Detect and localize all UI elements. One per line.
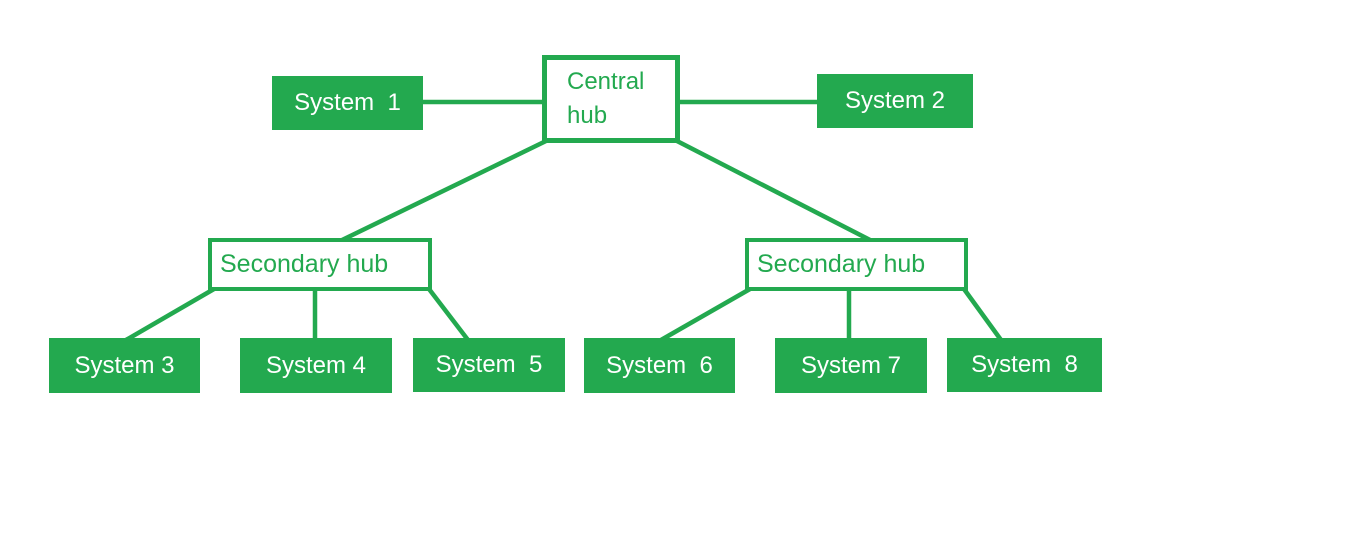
secondary-hub-left-label: Secondary hub (220, 250, 389, 278)
edge-secondary-left-system3 (124, 287, 216, 342)
edge-central-hub-secondary-left (339, 138, 547, 244)
node-system-4: System 4 (240, 338, 392, 393)
edge-secondary-right-system6 (659, 287, 752, 342)
system-4-label: System 4 (265, 351, 367, 379)
secondary-hub-right-label: Secondary hub (757, 250, 926, 278)
node-system-8: System 8 (947, 338, 1102, 392)
edge-secondary-left-system5 (427, 287, 470, 342)
system-1-label: System 1 (294, 89, 401, 116)
node-system-1: System 1 (272, 76, 423, 130)
central-hub-label: Central hub (567, 68, 645, 129)
node-system-2: System 2 (817, 74, 973, 128)
node-secondary-hub-right: Secondary hub (745, 238, 968, 291)
system-7-label: System 7 (800, 351, 902, 379)
node-system-3: System 3 (49, 338, 200, 393)
system-2-label: System 2 (844, 87, 946, 114)
system-6-label: System 6 (606, 351, 713, 379)
system-5-label: System 5 (435, 351, 543, 378)
node-secondary-hub-left: Secondary hub (208, 238, 432, 291)
system-3-label: System 3 (74, 351, 175, 379)
edge-central-hub-secondary-right (675, 138, 874, 244)
node-system-7: System 7 (775, 338, 927, 393)
system-8-label: System 8 (971, 351, 1078, 378)
node-system-5: System 5 (413, 338, 565, 392)
node-system-6: System 6 (584, 338, 735, 393)
edge-secondary-right-system8 (962, 287, 1003, 342)
node-central-hub: Central hub (542, 55, 680, 143)
